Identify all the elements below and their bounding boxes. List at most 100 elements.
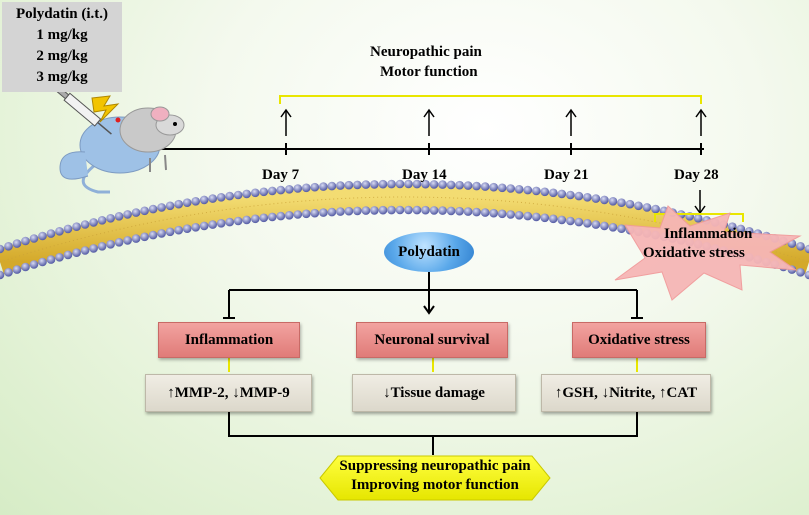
day-label-21: Day 21 — [544, 167, 589, 183]
membrane-head — [497, 183, 507, 193]
membrane-head — [140, 206, 149, 216]
membrane-head — [549, 188, 558, 198]
membrane-head — [796, 242, 805, 251]
membrane-head — [361, 206, 371, 215]
membrane-head — [165, 227, 175, 237]
membrane-head — [46, 229, 56, 238]
membrane-head — [327, 181, 337, 191]
assessment-label-1: Neuropathic pain — [370, 44, 482, 60]
membrane-head — [361, 180, 371, 189]
membrane-head — [591, 220, 601, 229]
result-inflammation: ↑MMP-2, ↓MMP-9 — [145, 374, 312, 412]
membrane-head — [285, 185, 294, 194]
membrane-head — [4, 242, 13, 251]
membrane-head — [583, 219, 592, 228]
membrane-head — [310, 208, 320, 218]
dose-3: 3 mg/kg — [36, 69, 88, 85]
membrane-head — [446, 180, 456, 190]
membrane-head — [123, 210, 132, 219]
membrane-head — [736, 224, 746, 234]
membrane-head — [429, 206, 439, 215]
membrane-head — [472, 207, 481, 217]
membrane-head — [438, 206, 447, 215]
membrane-head — [566, 190, 575, 200]
membrane-head — [310, 182, 320, 192]
membrane-head — [421, 205, 430, 215]
membrane-head — [370, 206, 379, 215]
membrane-head — [293, 210, 303, 219]
outcome-label-2: Improving motor function — [351, 477, 519, 493]
membrane-head — [233, 190, 243, 200]
membrane-head — [268, 212, 277, 222]
day-label-14: Day 14 — [402, 167, 447, 183]
timeline — [155, 95, 744, 222]
dose-1: 1 mg/kg — [36, 27, 88, 43]
membrane-head — [344, 206, 354, 216]
membrane-head — [651, 204, 660, 214]
membrane-head — [89, 244, 98, 253]
membrane-head — [131, 208, 141, 217]
membrane-head — [4, 268, 13, 277]
membrane-head — [12, 239, 22, 248]
membrane-head — [378, 205, 388, 215]
day-label-28: Day 28 — [674, 167, 719, 183]
membrane-head — [191, 223, 200, 232]
membrane-head — [728, 222, 737, 231]
outcome-label-1: Suppressing neuropathic pain — [339, 458, 531, 474]
membrane-head — [302, 209, 311, 219]
membrane-head — [387, 179, 396, 189]
membrane-head — [412, 205, 422, 215]
membrane-head — [574, 217, 584, 227]
membrane-head — [114, 212, 124, 221]
membrane-head — [617, 224, 626, 233]
membrane-head — [140, 232, 149, 242]
membrane-head — [617, 198, 626, 207]
membrane-head — [506, 184, 515, 193]
membrane-head — [583, 193, 592, 202]
membrane-head — [80, 246, 90, 255]
membrane-head — [259, 213, 269, 223]
assessment-label-2: Motor function — [380, 64, 478, 80]
stress-label-1: Inflammation — [664, 226, 753, 242]
dose-box: Polydatin (i.t.) 1 mg/kg 2 mg/kg 3 mg/kg — [2, 2, 122, 92]
membrane-head — [319, 208, 328, 217]
membrane-head — [608, 197, 618, 206]
membrane-head — [395, 179, 405, 189]
effect-inflammation: Inflammation — [158, 322, 300, 358]
membrane-head — [796, 268, 805, 277]
membrane-head — [199, 195, 209, 205]
membrane-head — [421, 179, 430, 189]
membrane-head — [455, 206, 464, 216]
membrane-head — [608, 223, 618, 232]
dose-2: 2 mg/kg — [36, 48, 88, 64]
membrane-head — [429, 180, 439, 189]
membrane-head — [148, 204, 158, 214]
result-neuronal-survival: ↓Tissue damage — [352, 374, 516, 412]
membrane-head — [106, 214, 115, 223]
dose-title: Polydatin (i.t.) — [15, 6, 109, 22]
membrane-head — [600, 221, 609, 231]
membrane-head — [540, 213, 550, 223]
membrane-head — [157, 229, 166, 238]
membrane-head — [463, 181, 473, 190]
membrane-head — [514, 211, 524, 220]
membrane-head — [268, 186, 277, 196]
membrane-head — [72, 222, 81, 231]
membrane-head — [123, 236, 132, 245]
membrane-head — [208, 194, 217, 203]
membrane-head — [276, 185, 286, 195]
stress-label-2: Oxidative stress — [643, 245, 745, 261]
membrane-head — [259, 187, 269, 197]
membrane-head — [446, 206, 456, 216]
assessment-arrows — [280, 108, 707, 136]
membrane-head — [455, 180, 464, 190]
membrane-head — [557, 215, 567, 225]
membrane-head — [387, 205, 396, 215]
membrane-head — [242, 189, 251, 199]
membrane-head — [242, 215, 251, 225]
membrane-head — [642, 203, 652, 212]
membrane-head — [38, 231, 47, 241]
membrane-head — [412, 179, 422, 189]
membrane-head — [514, 185, 524, 194]
